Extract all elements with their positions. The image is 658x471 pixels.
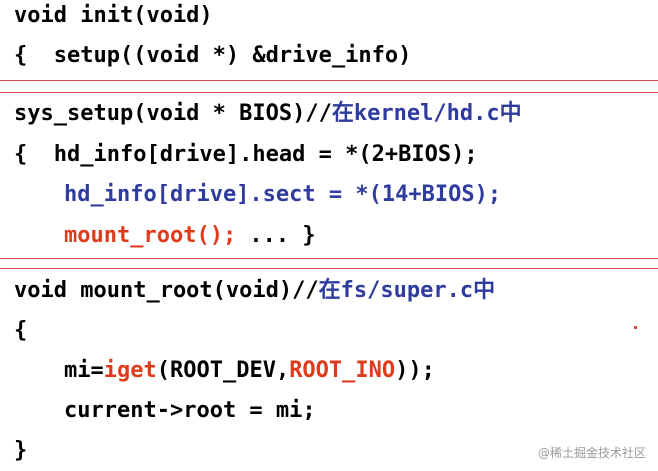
code-line-mount-root-signature: void mount_root(void)//在fs/super.c中 [14,277,495,305]
code-line-setup-call: { setup((void *) &drive_info) [14,43,412,68]
code-text: ... } [236,223,316,248]
divider-line [0,92,658,93]
code-line-init-signature: void init(void) [14,3,213,28]
code-comment: 在kernel/hd.c中 [331,101,522,126]
divider-line [0,258,658,259]
divider-line [0,80,658,81]
code-line-mount-root-call: mount_root(); ... } [64,222,316,250]
code-line-close-brace: } [14,438,28,463]
code-line-sys-setup-signature: sys_setup(void * BIOS)//在kernel/hd.c中 [14,100,522,128]
code-line-iget-call: mi=iget(ROOT_DEV,ROOT_INO)); [64,357,435,385]
code-comment: 在fs/super.c中 [318,278,496,303]
decorative-dot [634,326,637,329]
code-line-root-assign: current->root = mi; [64,398,316,423]
code-text: mi= [64,358,104,383]
watermark: @稀土掘金技术社区 [537,446,646,460]
code-text: void mount_root(void)// [14,278,319,303]
code-highlight: iget [103,358,157,383]
code-text: sys_setup(void * BIOS)// [14,101,332,126]
code-highlight: ROOT_INO [289,358,396,383]
code-text: )); [395,358,435,383]
code-line-head-assign: { hd_info[drive].head = *(2+BIOS); [14,142,478,167]
divider-line [0,268,658,269]
code-line-sect-assign: hd_info[drive].sect = *(14+BIOS); [64,182,502,207]
code-line-open-brace: { [14,318,28,343]
code-highlight: mount_root(); [64,223,237,248]
code-text: (ROOT_DEV, [156,358,290,383]
